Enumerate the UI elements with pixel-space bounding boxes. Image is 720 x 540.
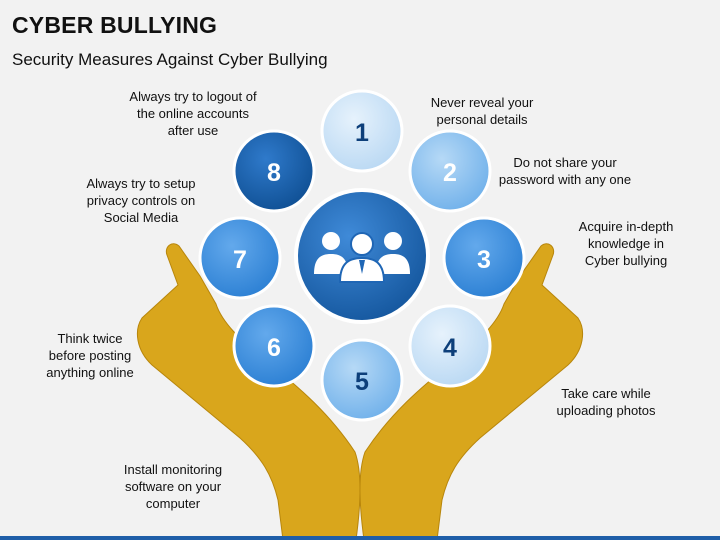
measure-circle-3: 3: [442, 216, 526, 300]
measure-text-1: Never reveal your personal details: [430, 95, 534, 127]
slide-title: CYBER BULLYING: [12, 12, 218, 38]
measure-number-7: 7: [233, 246, 247, 274]
measure-number-1: 1: [355, 119, 369, 147]
measure-text-6: Think twice before posting anything onli…: [46, 331, 134, 380]
measure-number-5: 5: [355, 368, 369, 396]
measure-circle-6: 6: [232, 304, 316, 388]
measure-number-2: 2: [443, 159, 457, 187]
slide-subtitle: Security Measures Against Cyber Bullying: [12, 50, 328, 69]
measure-number-4: 4: [443, 334, 457, 362]
center-circle: [294, 188, 430, 324]
measure-text-3: Acquire in-depth knowledge in Cyber bull…: [578, 219, 674, 268]
measure-circle-8: 8: [232, 129, 316, 213]
left-hand-icon: [136, 243, 361, 540]
measure-circle-1: 1: [320, 89, 404, 173]
measure-circle-4: 4: [408, 304, 492, 388]
people-group-icon: [314, 232, 410, 283]
measure-circle-5: 5: [320, 338, 404, 422]
measure-text-5: Install monitoring software on your comp…: [123, 462, 223, 511]
right-hand-icon: [359, 243, 584, 540]
measure-circle-7: 7: [198, 216, 282, 300]
measure-number-3: 3: [477, 246, 491, 274]
measure-text-7: Always try to setup privacy controls on …: [86, 176, 196, 225]
measure-text-4: Take care while uploading photos: [556, 386, 656, 418]
measure-text-8: Always try to logout of the online accou…: [129, 89, 257, 138]
measure-text-2: Do not share your password with any one: [498, 155, 632, 187]
measure-number-6: 6: [267, 334, 281, 362]
measure-number-8: 8: [267, 159, 281, 187]
measure-circle-2: 2: [408, 129, 492, 213]
bottom-accent-bar: [0, 536, 720, 540]
